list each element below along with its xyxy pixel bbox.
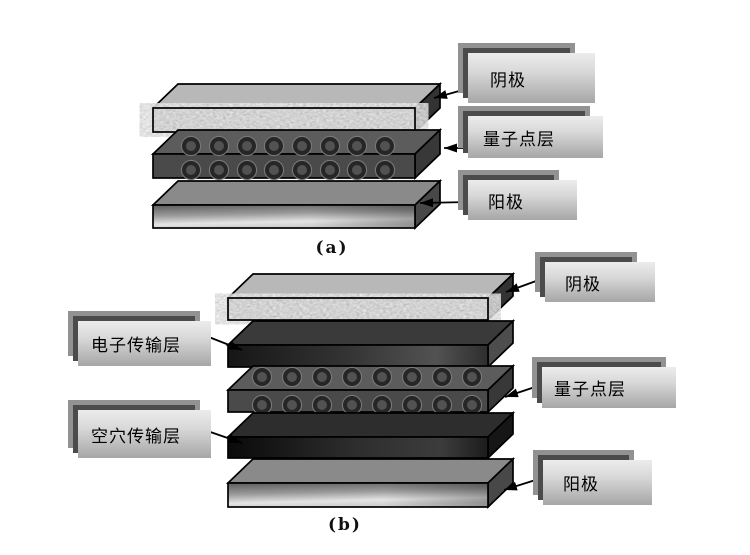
cathode-a-front-face	[152, 107, 416, 133]
label-card-cathode-b: 阴极	[535, 252, 655, 302]
cathode-b-top-face	[225, 273, 516, 299]
cathode-label-a: 阴极	[468, 53, 595, 103]
anode-label-a: 阳极	[468, 180, 577, 220]
htl-b-front-face	[227, 436, 489, 459]
quantum-dot-slab-b	[225, 364, 516, 417]
anode-a-front-face	[152, 204, 416, 229]
etl-b-front-face	[227, 344, 489, 368]
label-card-quantum-dot-b: 量子点层	[532, 357, 676, 408]
anode-slab-b	[225, 457, 516, 509]
label-card-anode-b: 阳极	[533, 450, 652, 505]
cathode-a-top-face	[150, 83, 443, 109]
hole-transport-slab-b	[225, 411, 516, 460]
electron-transport-label-b: 电子传输层	[78, 321, 211, 366]
hole-transport-label-b: 空穴传输层	[78, 410, 211, 458]
cathode-label-b: 阴极	[545, 262, 655, 302]
anode-a-top-face	[150, 180, 443, 206]
label-card-cathode-a: 阴极	[458, 43, 595, 103]
quantum-dot-label-b: 量子点层	[542, 367, 676, 408]
etl-b-top-face	[225, 320, 516, 346]
quantum-dot-slab-a	[150, 128, 443, 182]
anode-b-front-face	[227, 482, 489, 508]
anode-label-b: 阳极	[543, 460, 652, 505]
caption-b: (b)	[328, 515, 362, 535]
cathode-slab-b	[225, 272, 516, 322]
label-card-electron-transport-b: 电子传输层	[68, 311, 211, 366]
quantum-dot-label-a: 量子点层	[468, 116, 603, 158]
label-card-anode-a: 阳极	[458, 170, 577, 220]
electron-transport-slab-b	[225, 319, 516, 369]
cathode-slab-a	[150, 82, 443, 134]
anode-b-top-face	[225, 458, 516, 484]
cathode-b-front-face	[227, 297, 489, 321]
label-card-hole-transport-b: 空穴传输层	[68, 400, 211, 458]
caption-a: (a)	[315, 238, 348, 258]
htl-b-top-face	[225, 412, 516, 438]
label-card-quantum-dot-a: 量子点层	[458, 106, 603, 158]
anode-slab-a	[150, 179, 443, 230]
